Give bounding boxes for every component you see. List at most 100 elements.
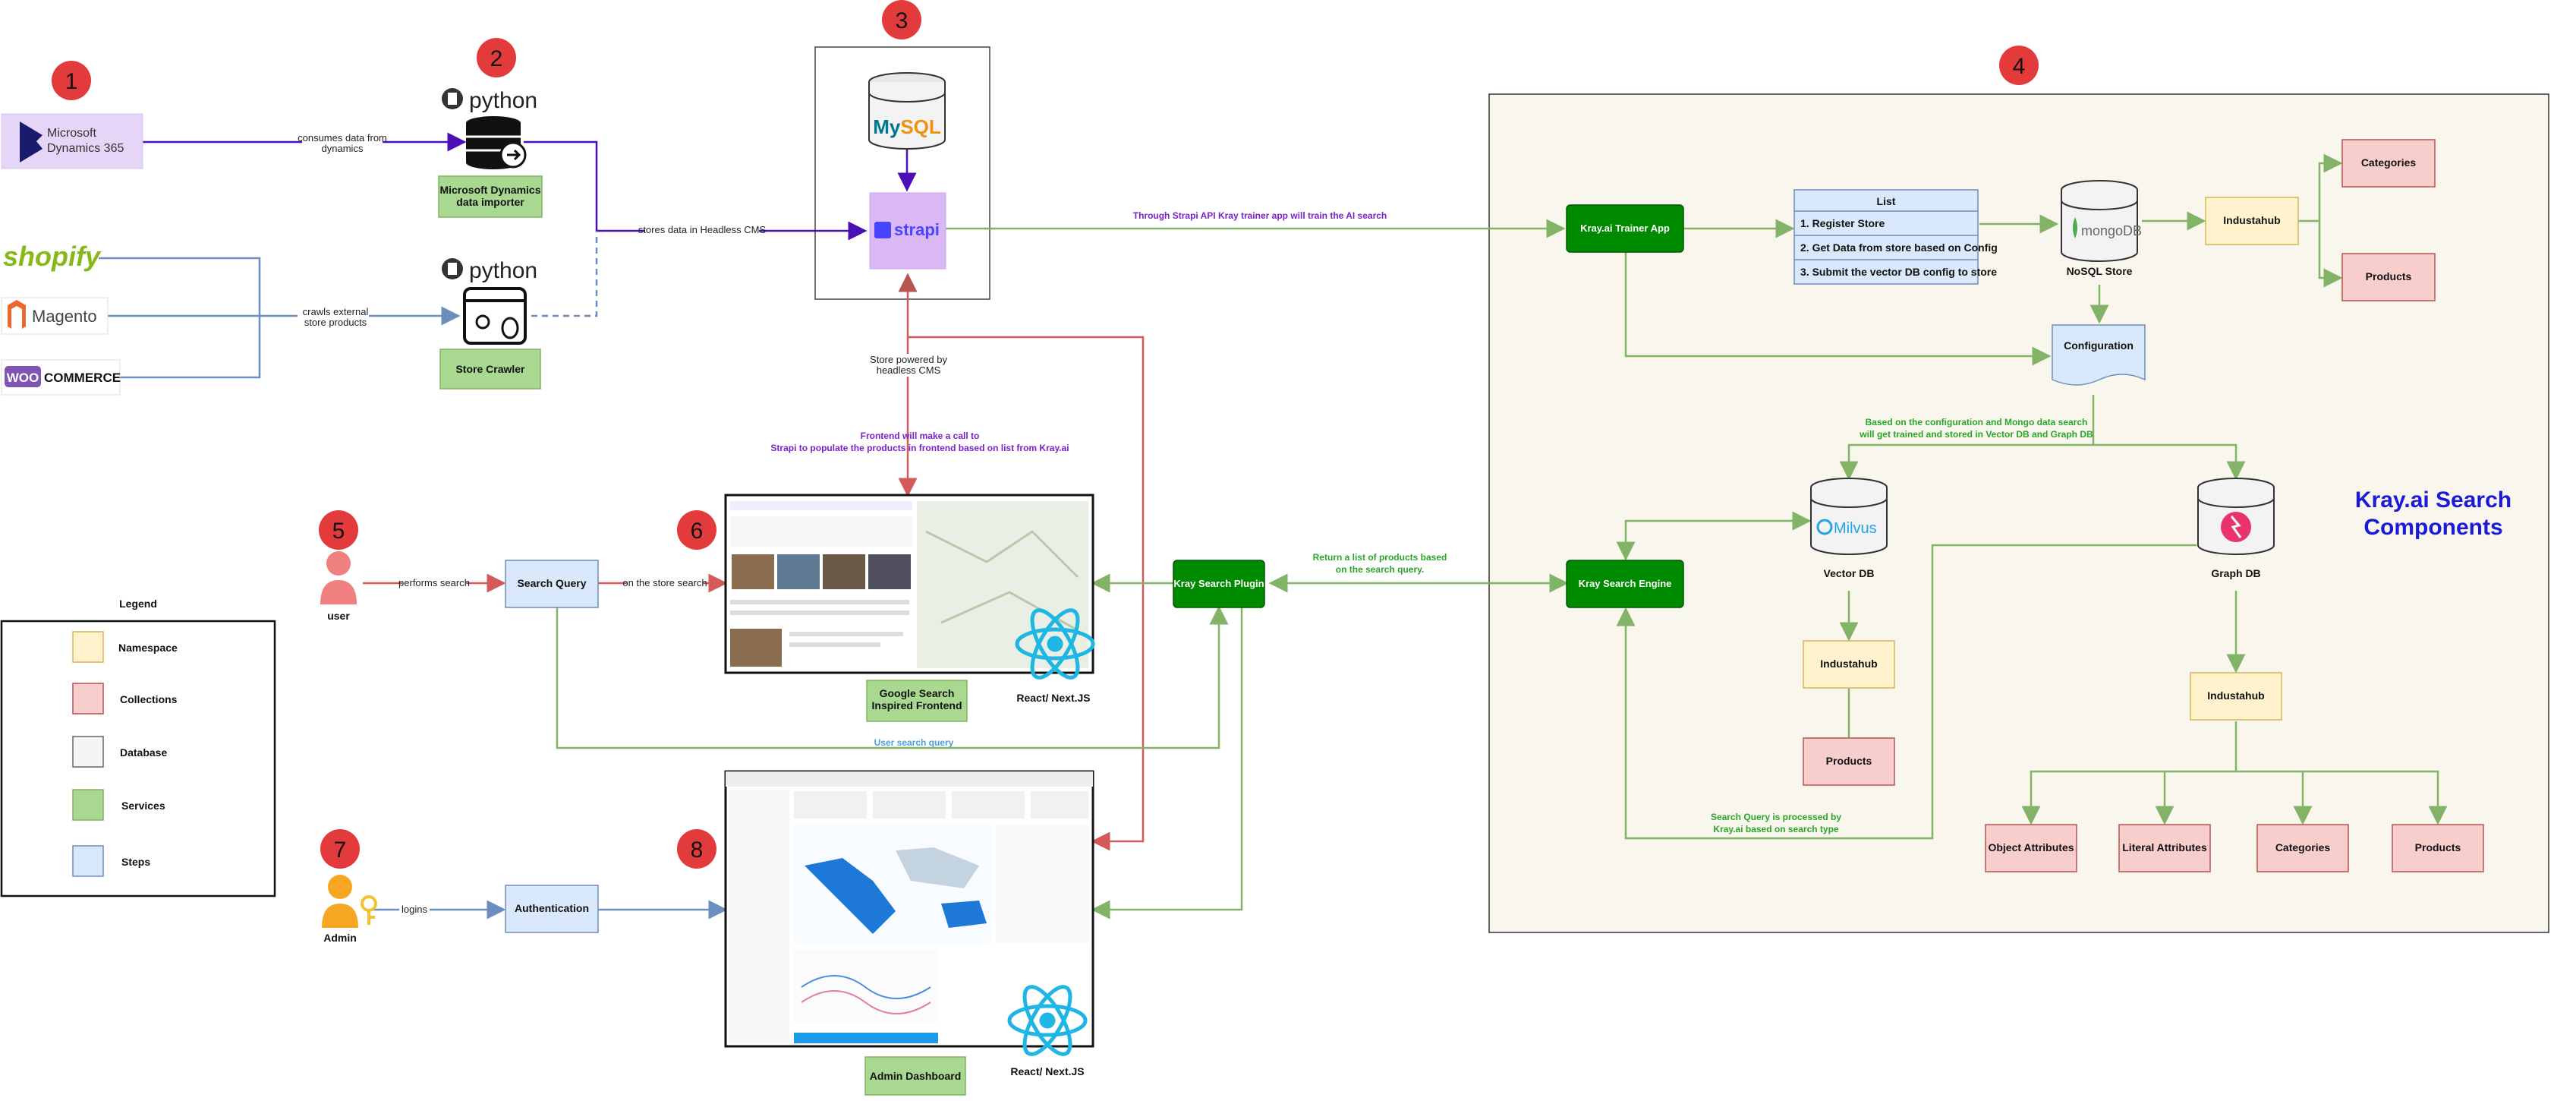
importer-label-2: data importer: [456, 196, 524, 208]
python-importer-icon: python: [442, 88, 537, 169]
dynamics-label-2: Dynamics 365: [47, 142, 124, 155]
edge-graphdb-engine: [1616, 544, 2197, 840]
list-item-2: 2. Get Data from store based on Config: [1800, 241, 1998, 254]
list-header: List: [1877, 195, 1896, 207]
marker-7: 7: [320, 829, 360, 869]
authentication-box: [505, 885, 599, 933]
legend-collections: Collections: [120, 693, 178, 705]
label-store-powered-1: Store powered by: [870, 354, 947, 365]
industahub-top-box: [2205, 197, 2299, 245]
user-icon: [320, 551, 357, 604]
admin-icon: [322, 875, 377, 928]
label-processed-2: Kray.ai based on search type: [1713, 824, 1839, 834]
categories-graph-box: [2256, 824, 2349, 872]
object-attributes-box: [1985, 824, 2077, 872]
react-icon: [1015, 608, 1095, 680]
svg-text:mongoDB: mongoDB: [2081, 223, 2142, 238]
admin-dashboard-box: [864, 1056, 966, 1096]
marker-4: 4: [1999, 46, 2039, 85]
label-return-2: on the search query.: [1336, 564, 1424, 575]
search-plugin-box: [1173, 560, 1265, 608]
legend-swatch-namespace: [72, 631, 104, 663]
categories-graph-label: Categories: [2275, 841, 2331, 853]
products-graph-label: Products: [2415, 841, 2461, 853]
react-label-frontend: React/ Next.JS: [1016, 692, 1090, 704]
trainer-app-box: [1566, 204, 1684, 253]
edge-config-dbs: [1839, 395, 2095, 481]
configuration-label: Configuration: [2064, 339, 2134, 352]
configuration-document: [2052, 324, 2146, 386]
python-crawler-icon: python: [442, 258, 537, 345]
trainer-app-label: Kray.ai Trainer App: [1580, 222, 1670, 234]
marker-2: 2: [477, 38, 516, 77]
label-consumes-2: dynamics: [322, 143, 364, 154]
legend-namespace: Namespace: [118, 642, 178, 654]
label-store-powered-2: headless CMS: [877, 364, 941, 376]
magento-label: Magento: [32, 307, 97, 326]
label-trainer-api: Through Strapi API Kray trainer app will…: [1133, 210, 1387, 221]
dynamics-label-1: Microsoft: [47, 127, 96, 140]
svg-text:Milvus: Milvus: [1834, 520, 1877, 537]
categories-top-box: [2341, 139, 2436, 188]
label-user-query: User search query: [874, 737, 954, 748]
label-on-store: on the store search: [622, 577, 707, 588]
graph-db-label: Graph DB: [2211, 567, 2260, 579]
categories-top-label: Categories: [2361, 156, 2417, 169]
edge-industahub-categories: [2298, 153, 2343, 222]
industahub-graph-box: [2190, 672, 2282, 721]
marker-5: 5: [319, 510, 358, 550]
edge-search-plugin: [556, 605, 1229, 749]
mysql-database-icon: MySQL: [868, 72, 946, 150]
legend-swatch-services: [72, 789, 104, 821]
search-query-label: Search Query: [517, 577, 586, 589]
dynamics-icon: [20, 121, 43, 162]
products-top-box: [2341, 253, 2436, 301]
react-label-admin: React/ Next.JS: [1010, 1065, 1084, 1077]
industahub-graph-label: Industahub: [2207, 689, 2264, 702]
label-return-1: Return a list of products based: [1313, 552, 1447, 563]
user-label: user: [327, 610, 350, 622]
admin-dashboard-screenshot: [724, 770, 1094, 1048]
edge-industahub-children: [2021, 721, 2237, 825]
list-item-1: 1. Register Store: [1800, 217, 1885, 229]
svg-text:5: 5: [332, 519, 345, 544]
label-stores-cms: stores data in Headless CMS: [638, 224, 767, 235]
list-item-3: 3. Submit the vector DB config to store: [1800, 266, 1997, 278]
literal-attributes-box: [2118, 824, 2211, 872]
products-graph-box: [2392, 824, 2484, 872]
label-consumes-1: consumes data from: [298, 132, 387, 144]
svg-text:python: python: [469, 258, 537, 283]
svg-text:8: 8: [691, 838, 704, 863]
label-performs: performs search: [398, 577, 470, 588]
edge-woo-crawler: [120, 316, 261, 379]
search-engine-label: Kray Search Engine: [1579, 578, 1672, 589]
object-attributes-label: Object Attributes: [1988, 841, 2074, 853]
industahub-top-label: Industahub: [2223, 214, 2280, 226]
importer-label-1: Microsoft Dynamics: [439, 184, 540, 196]
svg-text:4: 4: [2013, 54, 2026, 79]
edge-plugin-dashboard: [1091, 607, 1243, 920]
edge-trainer-config: [1624, 252, 2052, 366]
svg-text:MySQL: MySQL: [873, 115, 941, 138]
mongodb-database-icon: mongoDB: [2061, 180, 2142, 262]
legend-steps: Steps: [121, 856, 150, 868]
edge-crawler-cms-dashed: [531, 231, 598, 317]
products-vector-box: [1803, 737, 1895, 786]
legend-services: Services: [121, 800, 165, 812]
edge-engine-vectordb: [1616, 511, 1812, 561]
frontend-label-1: Google Search: [880, 687, 955, 699]
label-processed-1: Search Query is processed by: [1711, 812, 1841, 822]
svg-text:2: 2: [490, 46, 503, 71]
search-plugin-label: Kray Search Plugin: [1173, 578, 1264, 589]
svg-text:3: 3: [896, 8, 909, 33]
strapi-icon: [874, 222, 891, 238]
edge-industahub-products: [2318, 221, 2343, 288]
products-top-label: Products: [2366, 270, 2412, 282]
frontend-label-2: Inspired Frontend: [872, 699, 962, 711]
svg-text:6: 6: [691, 519, 704, 544]
svg-text:1: 1: [65, 69, 78, 94]
label-frontend-call-1: Frontend will make a call to: [861, 431, 980, 441]
steps-list: List 1. Register Store 2. Get Data from …: [1793, 189, 1998, 285]
label-crawls-2: store products: [304, 317, 367, 328]
svg-text:python: python: [469, 88, 537, 113]
